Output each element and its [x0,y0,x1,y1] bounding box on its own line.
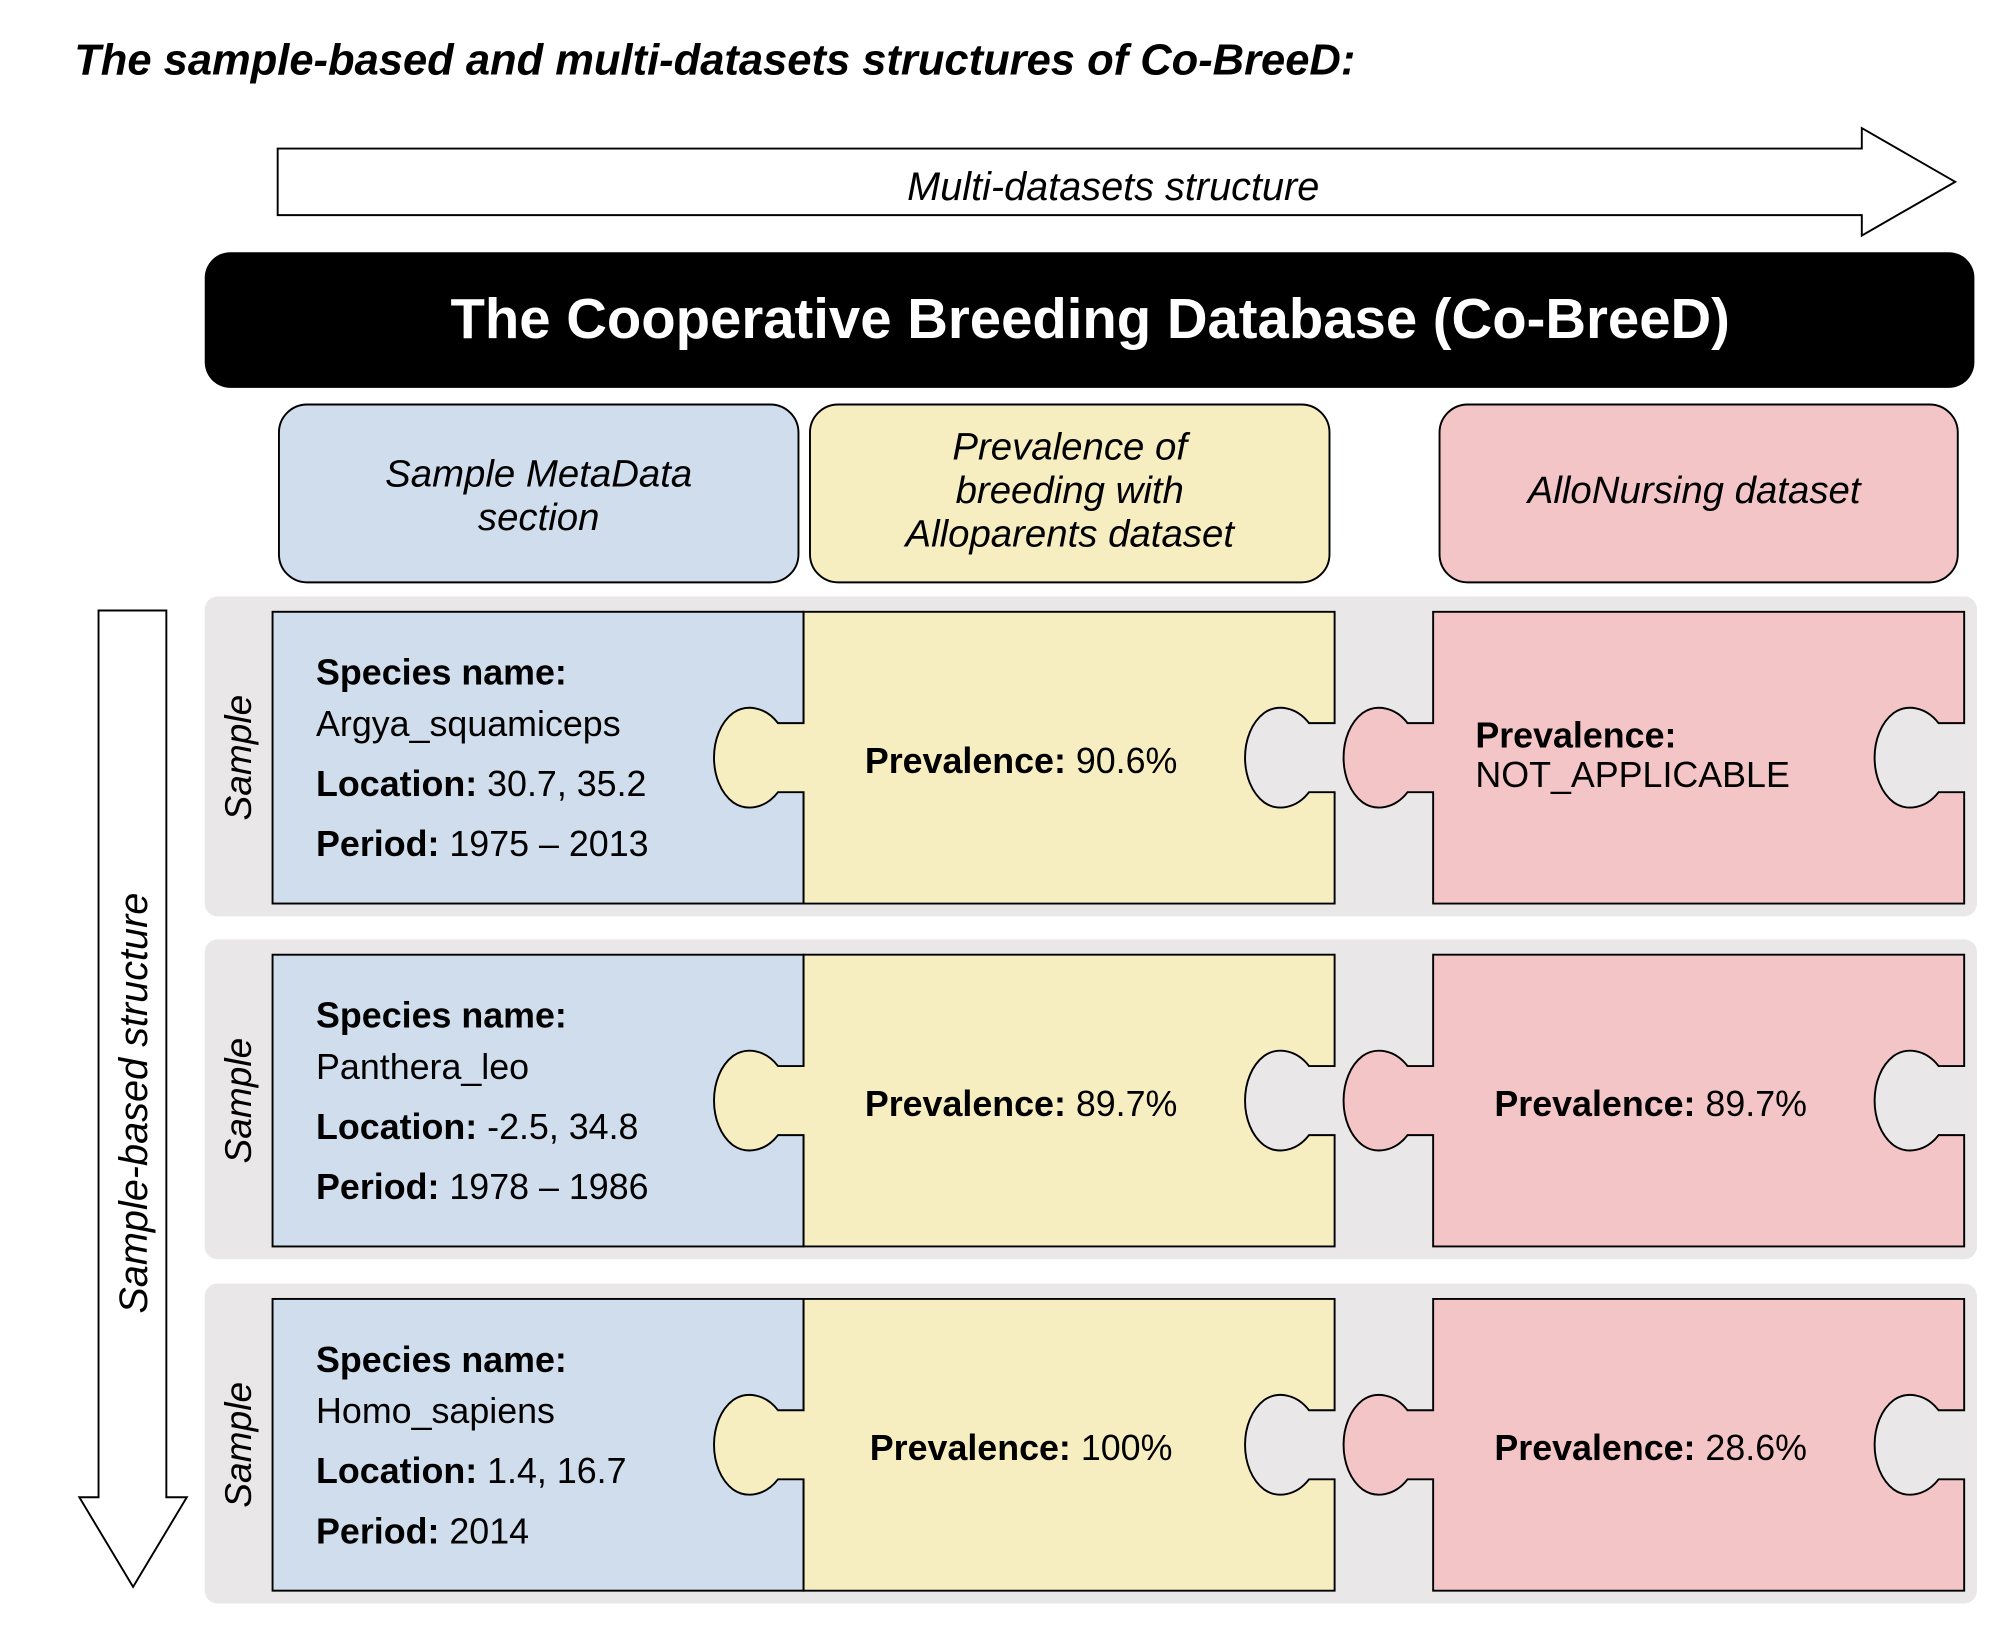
location-label: Location: [316,1107,477,1147]
alloparents-prevalence-label: Prevalence: [870,1428,1071,1468]
location-space [477,764,487,804]
allonursing-prevalence-value: NOT_APPLICABLE [1475,755,1789,795]
sample-row: Sample Species name: Argya_squamicepsLocat… [204,596,1977,917]
period: Period: 1975 – 2013 [316,824,648,864]
location: Location: 1.4, 16.7 [316,1451,626,1491]
multi-datasets-label: Multi-datasets structure [907,165,1319,209]
allonursing-puzzle-piece [1342,1297,1966,1592]
period: Period: 2014 [316,1511,529,1551]
alloparents-prevalence-value: 90.6% [1076,741,1178,781]
period-space [439,1511,449,1551]
allonursing-prevalence-label: Prevalence: [1475,715,1676,755]
allonursing-prevalence: Prevalence: 28.6% [1494,1428,1807,1468]
diagram-title: The sample-based and multi-datasets stru… [74,36,1355,84]
period-label: Period: [316,1511,439,1551]
sample-row: Sample Species name: Homo_sapiensLocation:… [204,1283,1977,1604]
allonursing-prevalence-label: Prevalence: [1494,1084,1695,1124]
location-label: Location: [316,764,477,804]
alloparents-prevalence-space [1066,1084,1076,1124]
alloparents-prevalence-label: Prevalence: [865,1084,1066,1124]
allonursing-prevalence-label: Prevalence: [1494,1428,1695,1468]
period: Period: 1978 – 1986 [316,1167,648,1207]
species-label: Species name: [316,996,567,1036]
allonursing-puzzle-piece [1342,953,1966,1248]
alloparents-prevalence: Prevalence: 90.6% [865,741,1178,781]
period-label: Period: [316,824,439,864]
alloparents-prevalence-space [1071,1428,1081,1468]
sample-based-arrow-icon [77,609,189,1589]
metadata-header-box [277,403,800,584]
period-value: 2014 [449,1511,529,1551]
period-space [439,824,449,864]
period-label: Period: [316,1167,439,1207]
species-value: Panthera_leo [316,1047,529,1087]
period-space [439,1167,449,1207]
allonursing-prevalence: Prevalence: 89.7% [1494,1084,1807,1124]
alloparents-prevalence-label: Prevalence: [865,741,1066,781]
alloparents-puzzle-piece [713,1297,1336,1592]
alloparents-header-line2: breeding with [956,469,1184,512]
database-banner-title: The Cooperative Breeding Database (Co-Br… [450,287,1729,350]
allonursing-header-box [1438,403,1959,584]
alloparents-header-box [809,403,1331,584]
allonursing-prevalence-space [1695,1084,1705,1124]
allonursing-prevalence-value: 89.7% [1705,1084,1807,1124]
location-space [477,1451,487,1491]
multi-datasets-arrow-icon [276,126,1958,238]
period-value: 1978 – 1986 [449,1167,648,1207]
metadata-header-line2: section [478,496,600,539]
sample-based-label: Sample-based structure [112,893,156,1314]
species-value: Homo_sapiens [316,1391,555,1431]
alloparents-header-line1: Prevalence of [952,426,1190,469]
sample-label: Sample [217,1382,259,1508]
species-label: Species name: [316,1340,567,1380]
alloparents-puzzle-piece [713,953,1336,1248]
allonursing-prevalence-space [1695,1428,1705,1468]
sample-label: Sample [217,695,259,821]
allonursing-puzzle-piece [1342,610,1966,905]
location-label: Location: [316,1451,477,1491]
alloparents-prevalence: Prevalence: 89.7% [865,1084,1178,1124]
species-label: Species name: [316,653,567,693]
alloparents-prevalence-space [1066,741,1076,781]
allonursing-header-label: AlloNursing dataset [1526,469,1862,512]
location-value: 30.7, 35.2 [487,764,646,804]
metadata-header-line1: Sample MetaData [385,452,692,495]
sample-row: Sample Species name: Panthera_leoLocation:… [204,939,1977,1260]
alloparents-prevalence-value: 89.7% [1076,1084,1178,1124]
species-value: Argya_squamiceps [316,704,621,744]
alloparents-header-line3: Alloparents dataset [903,513,1235,556]
database-banner [204,252,1975,388]
period-value: 1975 – 2013 [449,824,648,864]
alloparents-prevalence: Prevalence: 100% [870,1428,1173,1468]
alloparents-prevalence-value: 100% [1081,1428,1173,1468]
allonursing-prevalence-value: 28.6% [1705,1428,1807,1468]
alloparents-puzzle-piece [713,610,1336,905]
sample-label: Sample [217,1038,259,1164]
location-value: -2.5, 34.8 [487,1107,638,1147]
location: Location: -2.5, 34.8 [316,1107,638,1147]
location-space [477,1107,487,1147]
location-value: 1.4, 16.7 [487,1451,626,1491]
location: Location: 30.7, 35.2 [316,764,646,804]
